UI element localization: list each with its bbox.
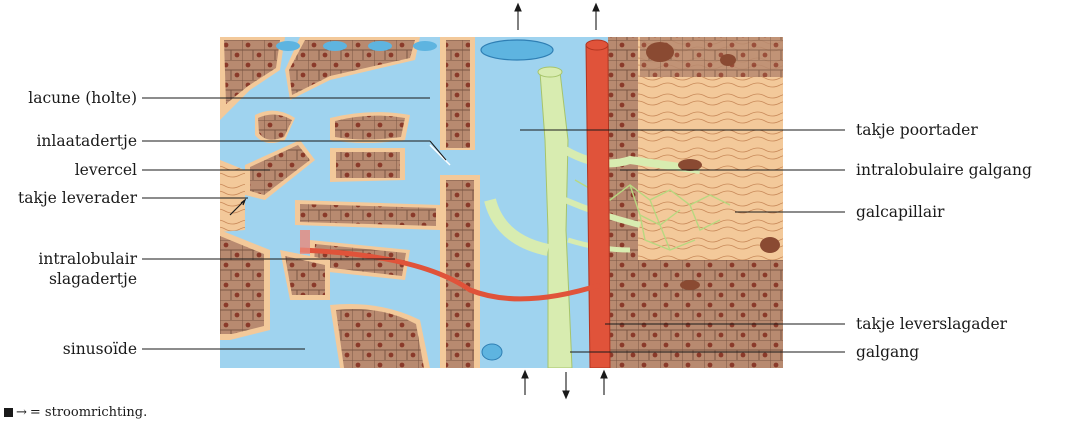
flow-arrows-bottom (522, 371, 607, 398)
label-intralobulair-line2: slagadertje (49, 270, 137, 288)
label-takje-poortader: takje poortader (856, 121, 978, 139)
label-galcapillair: galcapillair (856, 203, 944, 221)
label-levercel: levercel (75, 161, 137, 179)
tissue-panel (220, 37, 783, 368)
legend-text: = stroomrichting. (30, 405, 147, 420)
label-intralobulaire-galgang: intralobulaire galgang (856, 161, 1032, 179)
label-sinusoide: sinusoïde (63, 340, 137, 358)
label-takje-leverslagader: takje leverslagader (856, 315, 1007, 333)
label-inlaatadertje: inlaatadertje (36, 132, 137, 150)
legend-arrow-icon: → (16, 405, 27, 420)
label-intralobulair-line1: intralobulair (38, 250, 137, 268)
label-lacune: lacune (holte) (28, 89, 137, 107)
legend-square-icon (4, 408, 13, 417)
legend: → = stroomrichting. (4, 405, 147, 420)
label-galgang: galgang (856, 343, 919, 361)
label-takje-leverader: takje leverader (18, 189, 137, 207)
flow-arrows-top (515, 4, 599, 30)
